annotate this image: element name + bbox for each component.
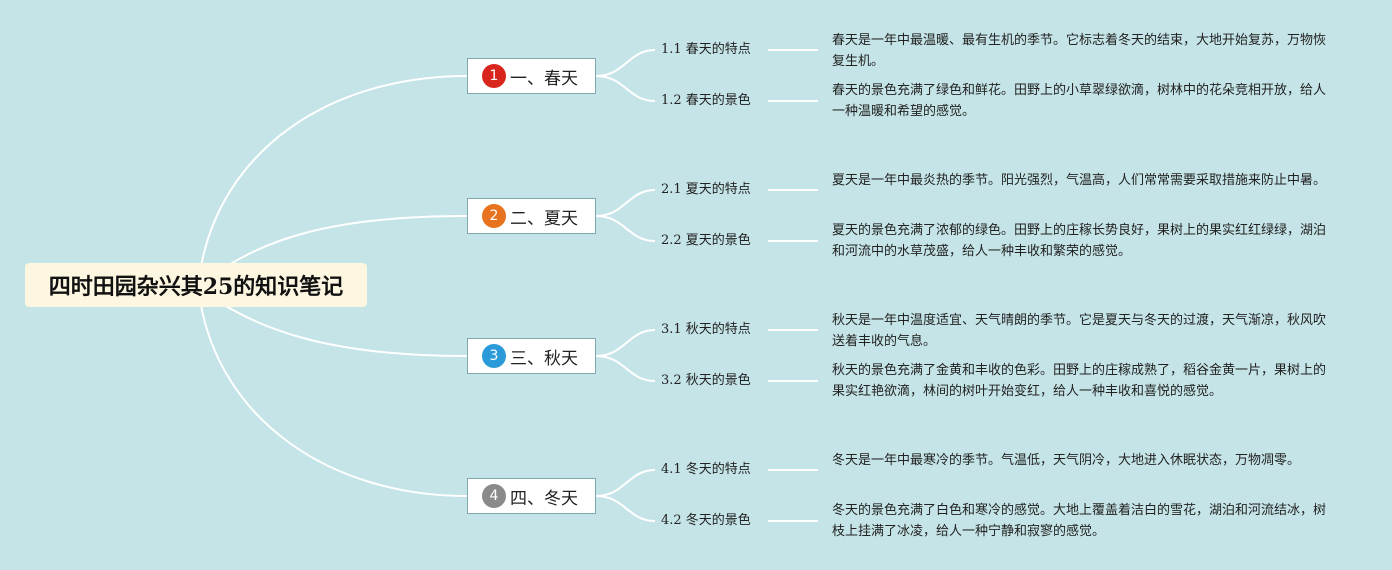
- connector-branch-1-sub-1: [595, 49, 656, 77]
- number-badge-2-icon: 2: [482, 204, 506, 228]
- branch-spring[interactable]: 1 一、春天: [467, 58, 596, 94]
- branch-summer[interactable]: 2 二、夏天: [467, 198, 596, 234]
- branch-autumn[interactable]: 3 三、秋天: [467, 338, 596, 374]
- branch-label: 四、冬天: [510, 488, 578, 509]
- description-1-2[interactable]: 春天的景色充满了绿色和鲜花。田野上的小草翠绿欲滴，树林中的花朵竞相开放，给人一种…: [832, 83, 1327, 119]
- number-badge-4-icon: 4: [482, 484, 506, 508]
- subtopic-1-2[interactable]: 1.2 春天的景色: [661, 93, 751, 108]
- branch-winter[interactable]: 4 四、冬天: [467, 478, 596, 514]
- subtopic-2-1[interactable]: 2.1 夏天的特点: [661, 182, 751, 197]
- subtopic-4-2[interactable]: 4.2 冬天的景色: [661, 513, 751, 528]
- subtopic-3-1[interactable]: 3.1 秋天的特点: [661, 322, 751, 337]
- connector-branch-4-sub-1: [595, 469, 656, 497]
- number-badge-3-icon: 3: [482, 344, 506, 368]
- root-topic[interactable]: 四时田园杂兴其25的知识笔记: [25, 263, 367, 307]
- branch-label: 一、春天: [510, 68, 578, 89]
- connector-branch-2-sub-2: [595, 215, 656, 242]
- description-3-1[interactable]: 秋天是一年中温度适宜、天气晴朗的季节。它是夏天与冬天的过渡，天气渐凉，秋风吹送着…: [832, 313, 1327, 349]
- description-4-1[interactable]: 冬天是一年中最寒冷的季节。气温低，天气阴冷，大地进入休眠状态，万物凋零。: [832, 453, 1301, 468]
- connector-root-branch-4: [199, 299, 468, 497]
- branch-label: 二、夏天: [510, 208, 578, 229]
- description-2-1[interactable]: 夏天是一年中最炎热的季节。阳光强烈，气温高，人们常常需要采取措施来防止中暑。: [832, 173, 1327, 188]
- description-2-2[interactable]: 夏天的景色充满了浓郁的绿色。田野上的庄稼长势良好，果树上的果实红红绿绿，湖泊和河…: [832, 223, 1327, 259]
- description-4-2[interactable]: 冬天的景色充满了白色和寒冷的感觉。大地上覆盖着洁白的雪花，湖泊和河流结冰，树枝上…: [832, 503, 1327, 539]
- connector-branch-1-sub-2: [595, 75, 656, 102]
- connector-branch-3-sub-2: [595, 355, 656, 382]
- connector-root-branch-3: [209, 295, 468, 357]
- number-badge-1-icon: 1: [482, 64, 506, 88]
- subtopic-2-2[interactable]: 2.2 夏天的景色: [661, 233, 751, 248]
- description-1-1[interactable]: 春天是一年中最温暖、最有生机的季节。它标志着冬天的结束，大地开始复苏，万物恢复生…: [832, 33, 1327, 69]
- branch-label: 三、秋天: [510, 348, 578, 369]
- connector-branch-2-sub-1: [595, 189, 656, 217]
- connector-branch-3-sub-1: [595, 329, 656, 357]
- subtopic-3-2[interactable]: 3.2 秋天的景色: [661, 373, 751, 388]
- subtopic-4-1[interactable]: 4.1 冬天的特点: [661, 462, 751, 477]
- connector-root-branch-1: [199, 75, 468, 273]
- subtopic-1-1[interactable]: 1.1 春天的特点: [661, 42, 751, 57]
- description-3-2[interactable]: 秋天的景色充满了金黄和丰收的色彩。田野上的庄稼成熟了，稻谷金黄一片，果树上的果实…: [832, 363, 1327, 399]
- connector-branch-4-sub-2: [595, 495, 656, 522]
